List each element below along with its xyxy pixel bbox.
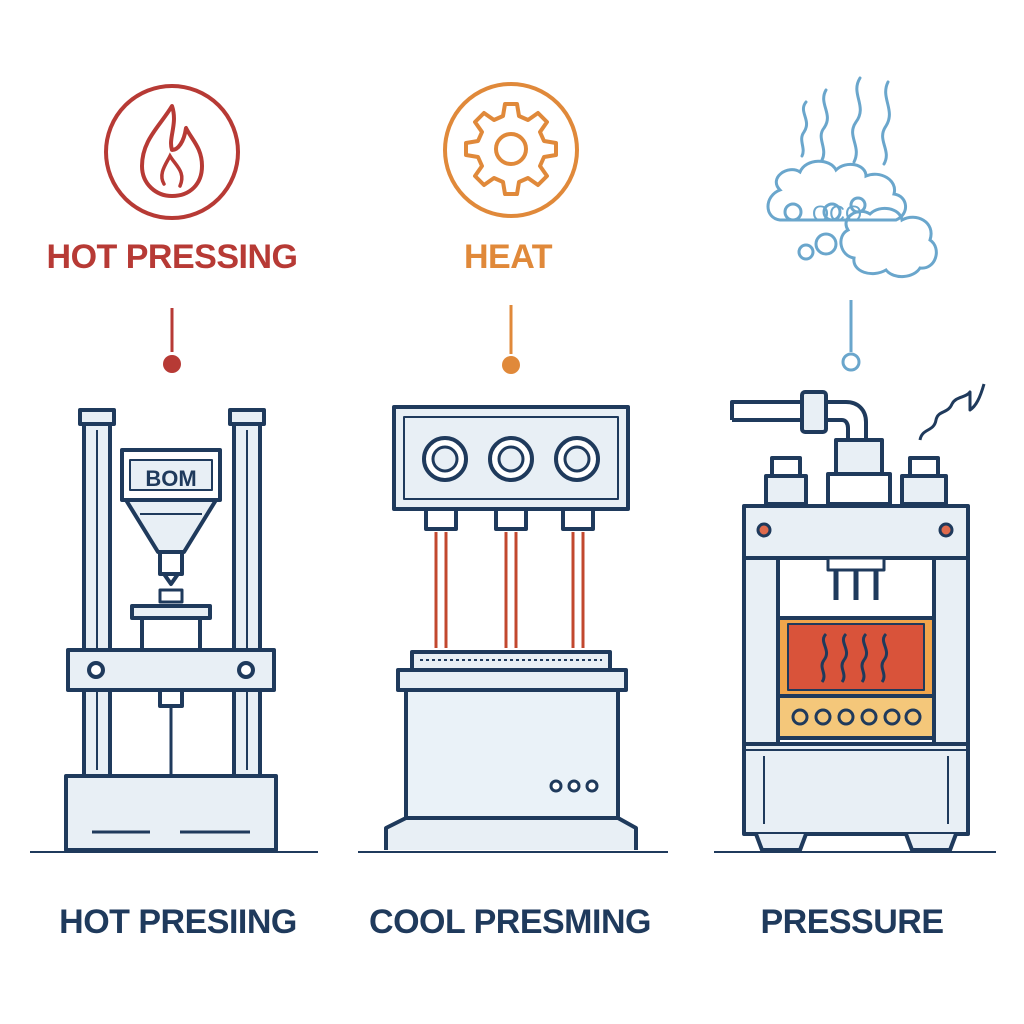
gear-icon: [443, 82, 579, 218]
hot-press-machine: [64, 408, 278, 852]
pressure-machine: [730, 383, 986, 852]
bottom-label-middle: COOL PRESMING: [369, 903, 651, 941]
right-connector: [841, 300, 861, 372]
hopper-sign: BOM: [145, 466, 196, 491]
bottom-label-right: PRESSURE: [760, 903, 944, 941]
top-label-hot-pressing: HOT PRESSING: [46, 238, 298, 276]
cool-press-machine: [384, 405, 638, 850]
flame-icon: [104, 84, 240, 220]
top-label-heat: HEAT: [463, 238, 553, 276]
bottom-label-left: HOT PRESIING: [59, 903, 297, 941]
left-connector: [163, 308, 181, 373]
steam-icon: [766, 76, 938, 278]
middle-connector: [502, 305, 520, 374]
steam-glyph: OCO: [812, 201, 862, 226]
